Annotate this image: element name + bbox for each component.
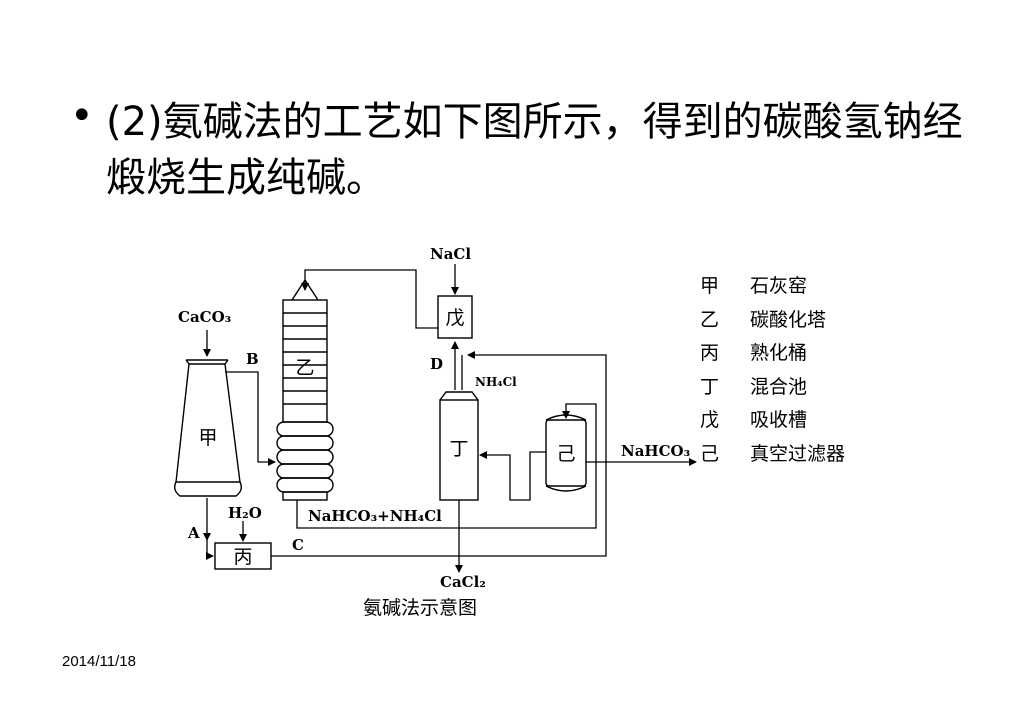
label-h2o: H₂O [228, 504, 262, 522]
label-a: A [187, 524, 200, 542]
bullet-point: • [70, 93, 94, 139]
slide-date: 2014/11/18 [62, 653, 136, 670]
filter-ji [545, 419, 587, 487]
legend-key: 丙 [700, 342, 719, 364]
legend-name: 真空过滤器 [750, 443, 845, 465]
legend-key: 甲 [700, 275, 719, 297]
diagram-caption: 氨碱法示意图 [363, 597, 477, 619]
unit-ding: 丁 [449, 438, 468, 460]
label-mix: NaHCO₃+NH₄Cl [308, 507, 442, 525]
legend-key: 己 [700, 443, 719, 465]
kiln-base [173, 481, 243, 497]
label-caco3: CaCO₃ [178, 308, 231, 326]
label-cacl2: CaCl₂ [440, 573, 486, 591]
tower-yi [276, 278, 334, 501]
label-d: D [430, 355, 443, 373]
unit-yi: 乙 [295, 357, 314, 379]
legend-key: 乙 [700, 309, 719, 331]
legend-name: 混合池 [750, 376, 807, 398]
label-c: C [292, 536, 304, 554]
label-b: B [246, 350, 259, 368]
slide-title: (2)氨碱法的工艺如下图所示，得到的碳酸氢钠经煅烧生成纯碱。 [106, 99, 963, 201]
tank-wu [437, 295, 473, 339]
unit-jia: 甲 [198, 427, 217, 449]
label-nh4cl: NH₄Cl [475, 375, 517, 389]
unit-wu: 戊 [445, 307, 464, 329]
unit-bing: 丙 [233, 546, 252, 568]
kiln-body [175, 363, 241, 483]
legend: 甲 石灰窑 乙 碳酸化塔 丙 熟化桶 丁 混合池 戊 吸收槽 己 真空过滤器 [700, 275, 845, 465]
label-nacl: NaCl [430, 245, 471, 263]
legend-name: 熟化桶 [750, 342, 807, 364]
legend-name: 碳酸化塔 [750, 309, 826, 331]
legend-key: 丁 [700, 376, 719, 398]
label-nahco3-out: NaHCO₃ [621, 442, 690, 460]
unit-ji: 己 [556, 443, 575, 465]
legend-name: 吸收槽 [750, 409, 807, 431]
legend-key: 戊 [700, 409, 719, 431]
legend-name: 石灰窑 [750, 275, 807, 297]
